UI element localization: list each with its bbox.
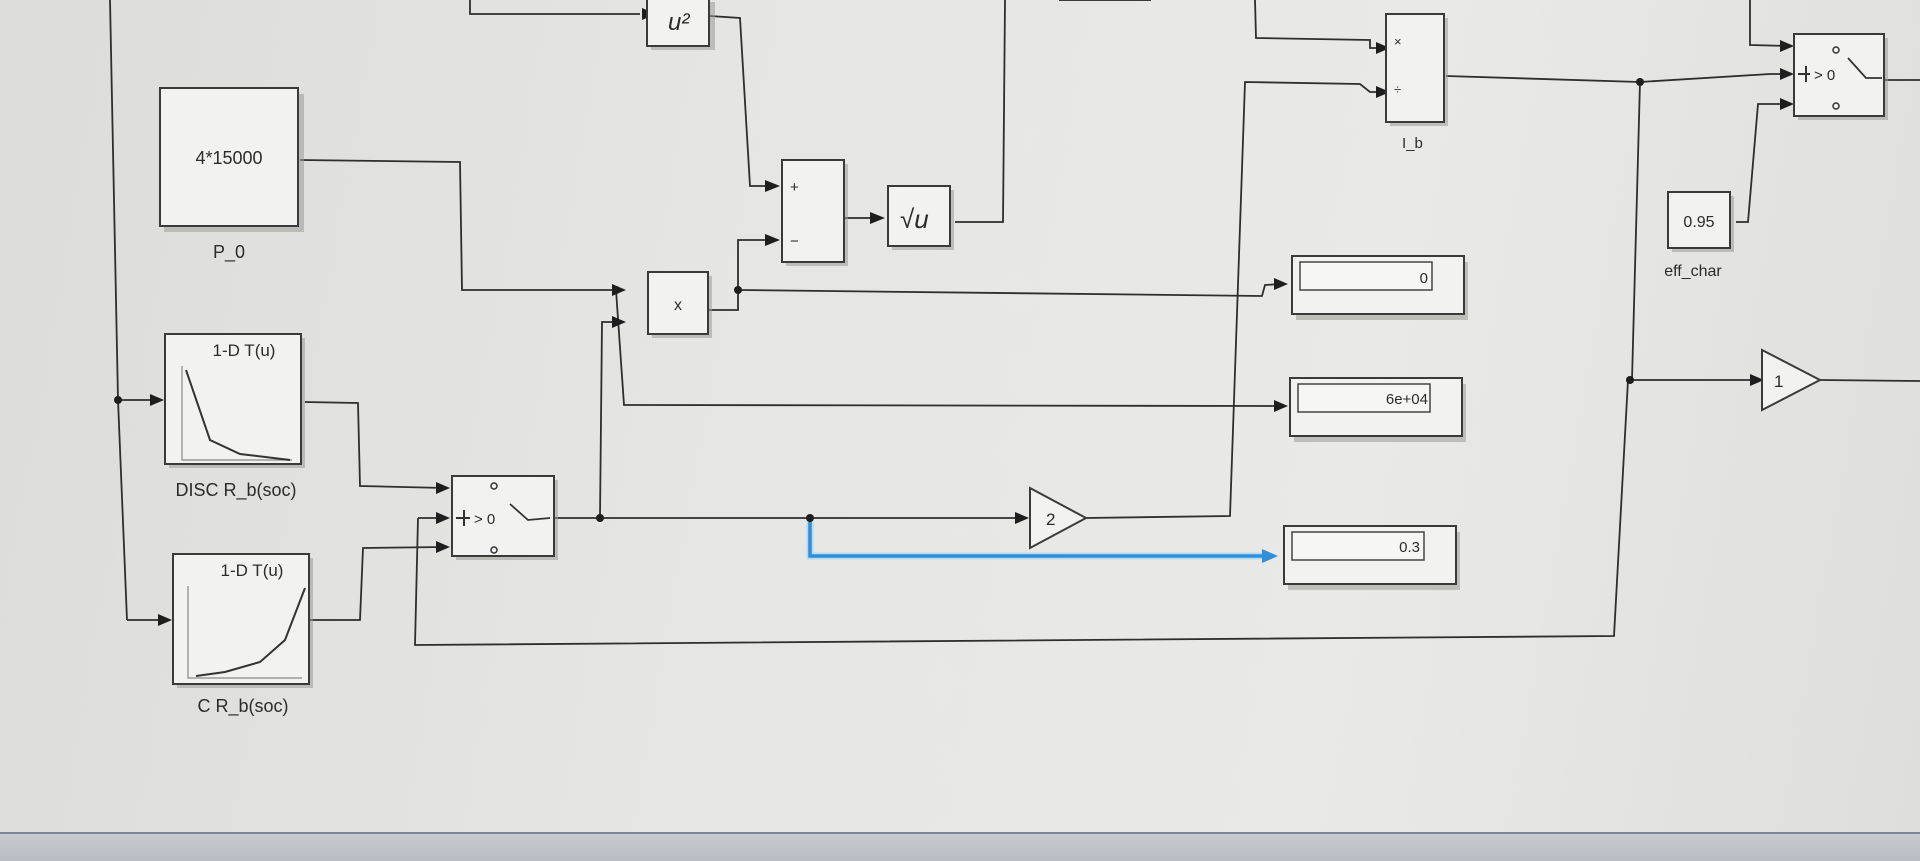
signal-line[interactable] <box>709 15 775 187</box>
lookup-disc-title: 1-D T(u) <box>213 341 276 360</box>
square-label: u² <box>668 9 690 36</box>
signal-line[interactable] <box>599 321 620 519</box>
selected-signal-line[interactable] <box>808 518 1270 558</box>
signal-line[interactable] <box>1254 0 1385 49</box>
product-ib-name: I_b <box>1402 135 1423 152</box>
gain-2-value: 2 <box>1046 510 1055 529</box>
signal-line[interactable] <box>304 401 446 489</box>
lookup-c-axes <box>187 586 302 679</box>
sum-block[interactable]: + − <box>781 159 848 266</box>
p0-value: 4*15000 <box>195 148 262 168</box>
switch-main-criteria: > 0 <box>474 511 495 528</box>
lookup-disc-curve <box>185 369 291 461</box>
lookup-table-c[interactable]: 1-D T(u) C R_b(soc) <box>172 553 313 717</box>
display-1-value: 0 <box>1420 270 1428 287</box>
sqrt-block[interactable]: √u <box>887 185 954 250</box>
signal-line[interactable] <box>299 159 620 291</box>
lookup-c-name: C R_b(soc) <box>197 696 288 717</box>
display-2-value: 6e+04 <box>1386 391 1428 408</box>
signal-line[interactable] <box>1084 81 1385 519</box>
arrowheads <box>150 8 1794 626</box>
lookup-table-disc[interactable]: 1-D T(u) DISC R_b(soc) <box>164 333 305 501</box>
product-block-ib[interactable]: × ÷ I_b <box>1385 13 1448 152</box>
signal-line[interactable] <box>615 289 1281 407</box>
product-main-label: x <box>674 297 682 314</box>
switch-block-main[interactable]: > 0 <box>451 475 558 560</box>
lookup-c-title: 1-D T(u) <box>221 561 284 580</box>
signal-line[interactable] <box>955 0 1006 223</box>
sum-in1-sign: + <box>790 179 799 196</box>
product-block-main[interactable]: x <box>647 271 712 338</box>
lookup-disc-axes <box>181 366 292 461</box>
signal-line[interactable] <box>1749 0 1791 47</box>
signal-line[interactable] <box>1445 73 1790 83</box>
signal-line[interactable] <box>117 399 128 621</box>
signal-line[interactable] <box>469 0 640 15</box>
signal-line[interactable] <box>737 283 1283 297</box>
product-ib-in1-sign: × <box>1394 34 1402 49</box>
constant-block-eff[interactable]: 0.95 eff_char <box>1664 191 1734 280</box>
switch-top-criteria: > 0 <box>1814 67 1835 84</box>
gain-block-1[interactable]: 1 <box>1761 348 1823 412</box>
sum-in2-sign: − <box>790 233 799 250</box>
display-block-2[interactable]: 6e+04 <box>1289 377 1466 442</box>
signal-lines <box>109 0 1920 646</box>
signal-line[interactable] <box>1819 379 1920 382</box>
signal-line[interactable] <box>1736 103 1790 223</box>
signal-line[interactable] <box>310 546 446 621</box>
display-block-3[interactable]: 0.3 <box>1283 525 1460 590</box>
switch-block-top[interactable]: > 0 <box>1793 33 1888 120</box>
sqrt-label: √u <box>900 204 929 234</box>
constant-block-p0[interactable]: 4*15000 P_0 <box>159 87 304 263</box>
signal-line[interactable] <box>414 379 1629 646</box>
lookup-disc-name: DISC R_b(soc) <box>175 480 296 501</box>
gain-1-value: 1 <box>1774 372 1783 391</box>
eff-value: 0.95 <box>1683 214 1714 231</box>
square-block[interactable]: u² <box>646 0 715 50</box>
window-bottom-edge <box>0 832 1920 861</box>
gain-block-2[interactable]: 2 <box>1029 486 1089 550</box>
signal-line[interactable] <box>109 0 119 401</box>
branch-points <box>114 78 1644 522</box>
display-block-1[interactable]: 0 <box>1291 255 1468 320</box>
lookup-c-curve <box>195 587 306 677</box>
eff-name: eff_char <box>1664 263 1722 280</box>
product-ib-in2-sign: ÷ <box>1394 82 1401 97</box>
display-3-value: 0.3 <box>1399 539 1420 556</box>
p0-name: P_0 <box>213 242 245 263</box>
